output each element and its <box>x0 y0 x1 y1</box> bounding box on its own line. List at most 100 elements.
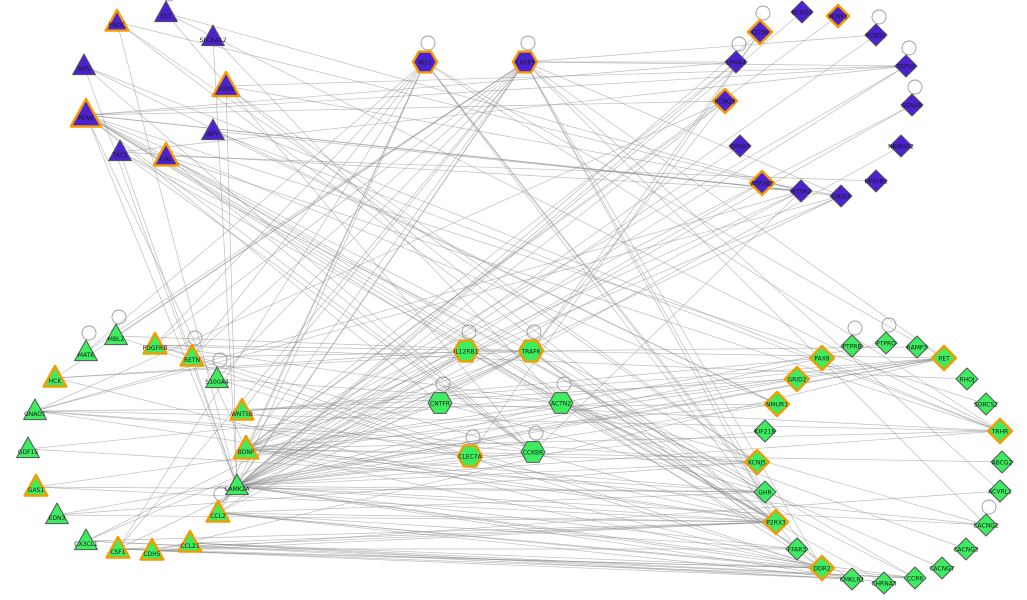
node-IL12RB1[interactable]: IL12RB1 <box>452 339 480 363</box>
node-CCL21[interactable]: CCL21 <box>177 529 203 553</box>
diamond-shape-green-highlighted <box>763 390 791 418</box>
node-PNOC[interactable]: PNOC <box>104 8 130 32</box>
hexagon-shape-green <box>520 441 546 463</box>
edge-CAMK2A-TRPV1 <box>236 65 907 487</box>
edge-PENK-SORCS2 <box>85 114 987 405</box>
edge-PDGFRB-RHOJ <box>154 344 968 380</box>
node-PTPRB[interactable]: PTPRB <box>840 334 864 358</box>
node-PENK[interactable]: PENK <box>69 97 103 128</box>
node-ATP2B2[interactable]: ATP2B2 <box>748 169 776 197</box>
edge-PDGFRB-P2RX3 <box>154 344 777 523</box>
diamond-shape-purple <box>790 0 814 24</box>
node-EPHA5[interactable]: EPHA5 <box>728 134 752 158</box>
edge-CASP3-GRIK3 <box>524 61 842 197</box>
self-loop-TRPV1 <box>901 40 917 56</box>
node-GRIK3[interactable]: GRIK3 <box>829 184 853 208</box>
triangle-shape-green <box>225 473 249 496</box>
edge-PDYN-GRIK3 <box>225 85 842 197</box>
edge-PENK-KCNQ3 <box>85 100 726 116</box>
edge-TRAF6-CCR6 <box>530 350 916 579</box>
node-SCN4B[interactable]: SCN4B <box>900 93 924 117</box>
node-PDYN[interactable]: PDYN <box>211 70 241 98</box>
node-IRS1[interactable]: IRS1 <box>411 50 439 74</box>
node-TRAF6[interactable]: TRAF6 <box>517 339 545 363</box>
node-GDF15[interactable]: GDF15 <box>16 436 40 459</box>
edge-CASP3-GHR <box>524 61 766 493</box>
node-KCNG2[interactable]: KCNG2 <box>790 0 814 24</box>
node-RAMP3[interactable]: RAMP3 <box>905 335 929 359</box>
edge-CCL2-FFAR3 <box>217 512 798 550</box>
triangle-shape-green <box>23 398 47 421</box>
node-ABCG2[interactable]: ABCG2 <box>990 450 1014 474</box>
triangle-shape-green <box>45 502 69 525</box>
edge-CASP3-KCNS1 <box>524 34 877 63</box>
self-loop-TRAF6 <box>526 324 542 340</box>
edge-TRAF6-NKIRAS2 <box>530 145 902 352</box>
edge-CAMK2A-KIF21B <box>236 430 766 487</box>
node-PTPRO[interactable]: PTPRO <box>874 331 898 355</box>
node-KCNS1[interactable]: KCNS1 <box>864 23 888 47</box>
edge-PENK-EPHA4 <box>85 61 737 116</box>
node-NKIRAS2[interactable]: NKIRAS2 <box>888 134 914 158</box>
edge-CDH5-ACVRL1 <box>151 490 1001 552</box>
edge-CAMK2A-CD36 <box>236 31 761 487</box>
node-KCNF1[interactable]: KCNF1 <box>825 3 851 29</box>
edge-PENK-TRPV1 <box>85 65 907 116</box>
triangle-shape-green-highlighted <box>42 364 68 388</box>
node-CCR6[interactable]: CCR6 <box>903 566 927 590</box>
node-CASP3[interactable]: CASP3 <box>511 50 539 74</box>
diamond-shape-green-highlighted <box>986 417 1014 445</box>
triangle-shape-purple <box>201 118 225 141</box>
edge-BDNF-KCNF1 <box>245 15 839 450</box>
node-GRID2[interactable]: GRID2 <box>783 365 811 393</box>
node-RHOJ[interactable]: RHOJ <box>955 367 979 391</box>
self-loop-CNTFR <box>435 376 451 392</box>
node-SLC6A12[interactable]: SLC6A12 <box>200 24 227 47</box>
edge-TAC1-CCKBR <box>119 151 534 453</box>
node-NPFFR2[interactable]: NPFFR2 <box>864 169 888 193</box>
node-MATK[interactable]: MATK <box>74 339 98 362</box>
diamond-shape-green-highlighted <box>808 554 836 582</box>
node-TRPV1[interactable]: TRPV1 <box>894 54 918 78</box>
edge-CCL2-TRAF6 <box>217 350 532 514</box>
node-HCK[interactable]: HCK <box>42 364 68 388</box>
node-RET[interactable]: RET <box>930 344 958 372</box>
edge-CCL2-CASP3 <box>217 61 526 514</box>
node-SORCS2[interactable]: SORCS2 <box>974 392 998 416</box>
node-CCL2[interactable]: CCL2 <box>205 499 231 523</box>
edge-MBL2-CASP3 <box>115 61 526 337</box>
self-loop-CACNG2 <box>981 499 997 515</box>
diamond-shape-green-highlighted <box>743 448 771 476</box>
edge-CASP3-ACVRL1 <box>524 61 1001 492</box>
node-CACNG7[interactable]: CACNG7 <box>929 556 955 580</box>
edge-PNOC-CAMK2A <box>116 21 238 487</box>
node-TRHR[interactable]: TRHR <box>986 417 1014 445</box>
self-loop-MBL2 <box>111 309 127 325</box>
edge-CCL21-P2RX3 <box>189 521 777 544</box>
edge-PENK-CAMK2A <box>85 114 238 487</box>
node-NPS[interactable]: NPS <box>72 53 96 76</box>
triangle-shape-purple-highlighted <box>69 97 103 128</box>
edge-CAMK2A-KCNQ3 <box>236 100 726 487</box>
edge-CLEC7A-CD36 <box>469 31 761 457</box>
edge-BDNF-TRPV1 <box>245 65 907 450</box>
edge-GNAO1-KCNQ3 <box>34 100 726 412</box>
node-GNAO1[interactable]: GNAO1 <box>23 398 47 421</box>
edge-PDYN-TRPV1 <box>225 65 907 87</box>
node-SST[interactable]: SST <box>154 0 178 23</box>
node-CACNG2[interactable]: CACNG2 <box>973 513 999 537</box>
node-CX3CL1[interactable]: CX3CL1 <box>74 528 98 551</box>
edge-CAMK2A-EPHA5 <box>236 145 741 487</box>
node-BDNF[interactable]: BDNF <box>232 434 260 460</box>
edge-PDGFRB-ACTN2 <box>154 344 562 404</box>
edge-CX3CL1-TRAF6 <box>85 350 532 542</box>
node-NMUR1[interactable]: NMUR1 <box>763 390 791 418</box>
edge-S100A4-DDR2 <box>216 378 823 569</box>
edge-CAMK2A-PAX8 <box>236 357 823 487</box>
diamond-shape-green <box>974 513 998 537</box>
node-CLEC7A[interactable]: CLEC7A <box>456 444 484 468</box>
node-CACNG3[interactable]: CACNG3 <box>953 537 979 561</box>
node-KIF21B[interactable]: KIF21B <box>753 419 777 443</box>
node-GAS1[interactable]: GAS1 <box>23 473 49 497</box>
